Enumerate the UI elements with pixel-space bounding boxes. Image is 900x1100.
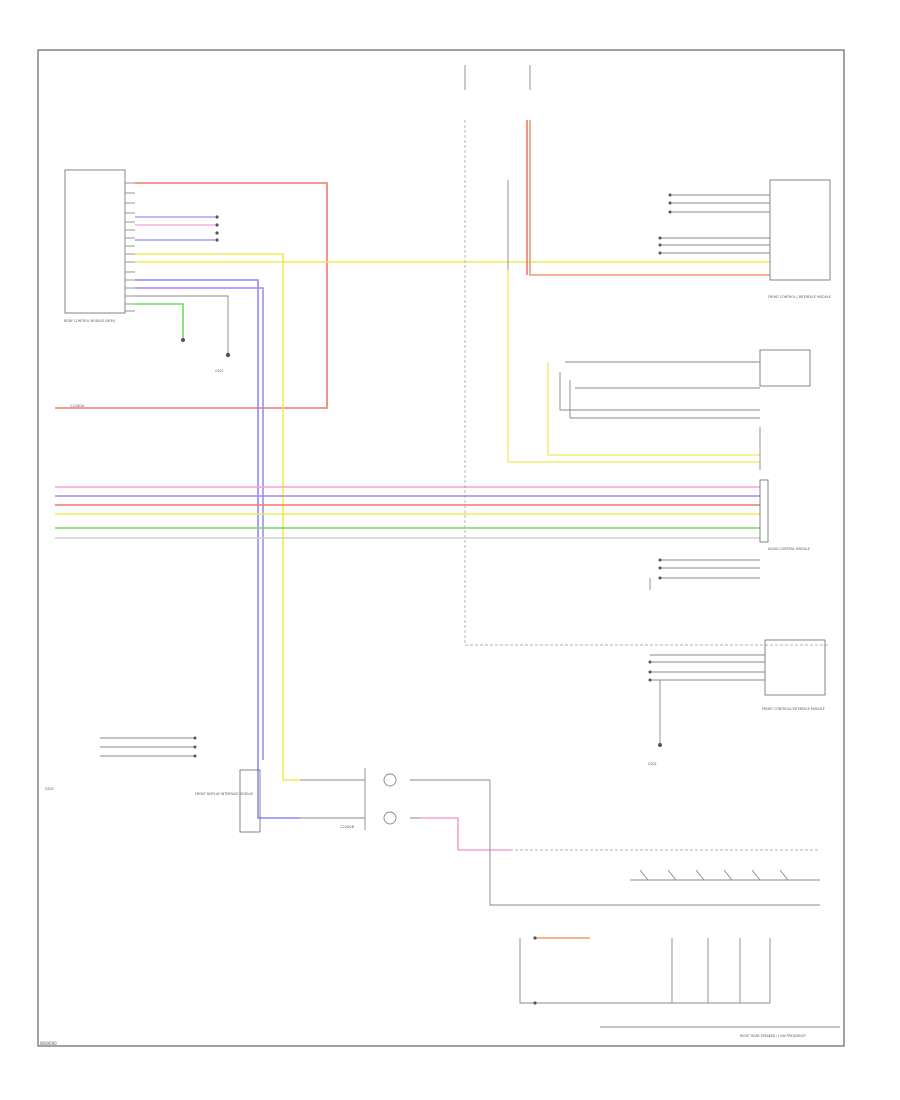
- orange-power-wire: [529, 120, 770, 276]
- bottom-module: [519, 936, 840, 1028]
- yellow-vertical-wire: [135, 253, 300, 781]
- lower-left-block: [100, 736, 197, 758]
- bcm-loop-code: C2280A: [70, 404, 85, 408]
- speaker-components: [300, 768, 490, 830]
- front-control-label: FRONT CONTROL / INTERFACE MODULE: [768, 295, 831, 299]
- ground-label-1: G201: [215, 369, 224, 373]
- pink-lower-wire: [420, 817, 510, 851]
- keypad-box: [764, 639, 826, 696]
- acm-label: AUDIO CONTROL MODULE: [768, 547, 810, 551]
- acm-lower-connectors: [649, 558, 760, 590]
- top-power-feeds: [464, 65, 830, 646]
- rear-module-label: FRONT DISPLAY INTERFACE MODULE: [195, 792, 253, 796]
- bcm-short-wires: [135, 215, 219, 242]
- bcm-red-loop-wire: [55, 182, 328, 409]
- speaker-code: C2280B: [340, 825, 355, 829]
- switch-bank: [630, 869, 820, 881]
- violet-vertical-wire: [135, 287, 264, 760]
- ipc-module-box: [759, 349, 811, 387]
- front-control-inputs: [658, 193, 770, 255]
- diagram-id-label: W00000: [40, 1041, 57, 1046]
- ground-label-2: G202: [648, 762, 657, 766]
- lower-left-label: G203: [45, 787, 54, 791]
- front-control-box: [769, 179, 831, 281]
- green-ground-wire: [135, 303, 184, 340]
- rear-module-box: [239, 769, 261, 833]
- bottom-module-label: RIGHT REAR SPEAKER / LOW FREQUENCY: [740, 1034, 806, 1038]
- ipc-wires: [507, 270, 761, 470]
- bcm-module-label: BODY CONTROL MODULE (BCM): [64, 319, 115, 323]
- bus-wires: [55, 486, 760, 539]
- bcm-module-box: [64, 169, 126, 314]
- blue-vertical-wire: [135, 279, 300, 819]
- bcm-pin-stubs: [125, 182, 135, 312]
- gray-return-wire: [489, 780, 820, 906]
- ground-wire-1: [135, 295, 229, 355]
- diagram-frame: [37, 49, 845, 1047]
- keypad-wires: [648, 654, 765, 747]
- keypad-label: FRONT CONTROLS INTERFACE MODULE: [762, 707, 825, 711]
- bus-connector: [759, 479, 769, 543]
